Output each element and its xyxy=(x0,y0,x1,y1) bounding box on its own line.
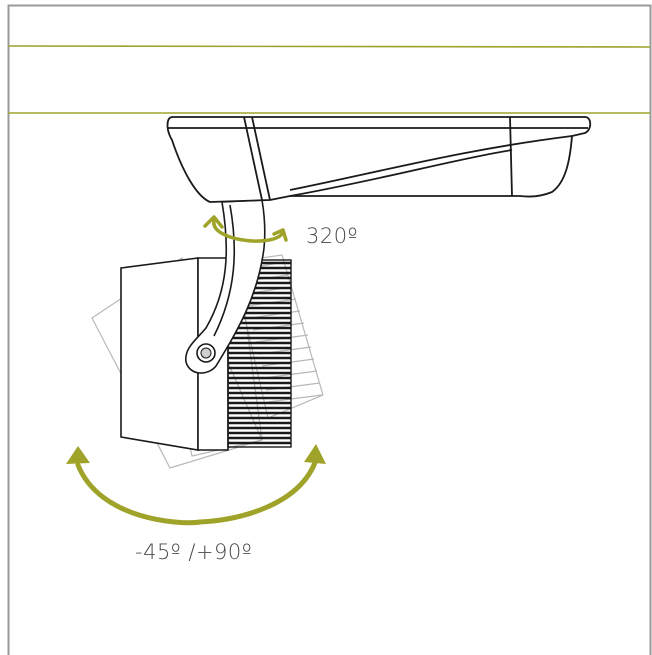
rotation-label: 320º xyxy=(306,224,358,248)
tilt-arrowhead-right xyxy=(304,444,326,464)
ceiling-housing xyxy=(166,116,592,203)
tilt-arrow xyxy=(75,457,319,526)
ceiling-line-top xyxy=(7,45,651,48)
mounting-arm xyxy=(185,199,266,374)
tilt-arrowhead-left xyxy=(66,446,90,464)
rotation-arrow xyxy=(203,215,288,243)
tilt-label: -45º /+90º xyxy=(135,540,253,564)
outer-frame xyxy=(7,4,652,655)
